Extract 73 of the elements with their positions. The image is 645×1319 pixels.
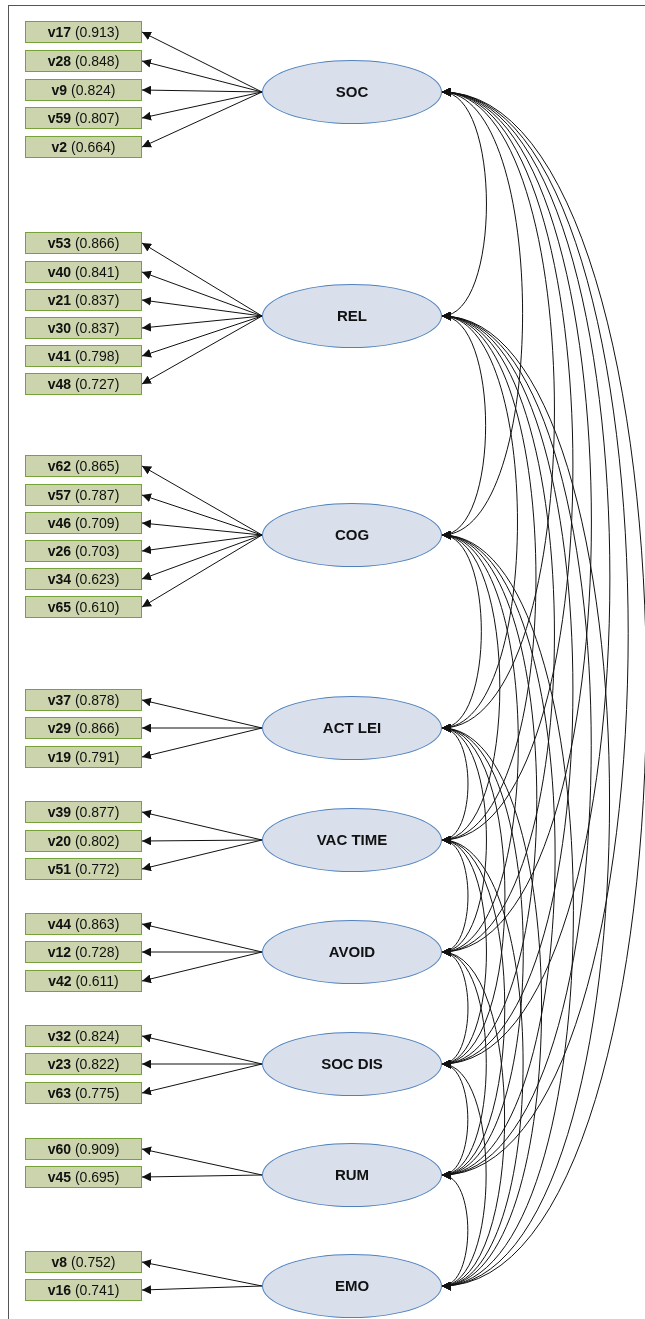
indicator-box: v16 (0.741) <box>25 1279 142 1301</box>
double-headed-arrow <box>441 533 574 1288</box>
double-headed-arrow <box>441 90 645 1288</box>
indicator-box: v62 (0.865) <box>25 455 142 477</box>
indicator-box: v42 (0.611) <box>25 970 142 992</box>
arrow <box>141 519 263 536</box>
double-headed-arrow <box>441 314 611 1288</box>
indicator-box: v17 (0.913) <box>25 21 142 43</box>
arrow <box>141 727 263 760</box>
factor-ellipse: VAC TIME <box>262 808 442 872</box>
indicator-box: v12 (0.728) <box>25 941 142 963</box>
arrow <box>141 1259 263 1287</box>
indicator-box: v34 (0.623) <box>25 568 142 590</box>
factor-ellipse: SOC <box>262 60 442 124</box>
indicator-box: v29 (0.866) <box>25 717 142 739</box>
double-headed-arrow <box>441 726 543 1288</box>
indicator-box: v2 (0.664) <box>25 136 142 158</box>
arrow <box>141 315 263 385</box>
indicator-box: v46 (0.709) <box>25 512 142 534</box>
factor-ellipse: SOC DIS <box>262 1032 442 1096</box>
indicator-box: v37 (0.878) <box>25 689 142 711</box>
double-headed-arrow <box>441 950 506 1288</box>
indicator-box: v45 (0.695) <box>25 1166 142 1188</box>
indicator-box: v59 (0.807) <box>25 107 142 129</box>
indicator-box: v51 (0.772) <box>25 858 142 880</box>
indicator-box: v23 (0.822) <box>25 1053 142 1075</box>
arrow <box>141 809 263 841</box>
factor-ellipse: RUM <box>262 1143 442 1207</box>
indicator-box: v8 (0.752) <box>25 1251 142 1273</box>
arrow <box>141 534 263 581</box>
double-headed-arrow <box>441 838 524 1288</box>
arrow <box>141 1285 263 1295</box>
indicator-box: v53 (0.866) <box>25 232 142 254</box>
indicator-box: v20 (0.802) <box>25 830 142 852</box>
indicator-box: v65 (0.610) <box>25 596 142 618</box>
arrow <box>141 242 263 317</box>
arrow <box>141 465 263 536</box>
indicator-box: v21 (0.837) <box>25 289 142 311</box>
indicator-box: v39 (0.877) <box>25 801 142 823</box>
arrow <box>141 921 263 953</box>
double-headed-arrow <box>441 1173 469 1288</box>
indicator-box: v40 (0.841) <box>25 261 142 283</box>
factor-ellipse: REL <box>262 284 442 348</box>
arrow <box>141 91 263 148</box>
indicator-box: v19 (0.791) <box>25 746 142 768</box>
arrow <box>141 1146 263 1176</box>
indicator-box: v41 (0.798) <box>25 345 142 367</box>
indicator-box: v9 (0.824) <box>25 79 142 101</box>
factor-ellipse: ACT LEI <box>262 696 442 760</box>
indicator-box: v32 (0.824) <box>25 1025 142 1047</box>
indicator-box: v28 (0.848) <box>25 50 142 72</box>
indicator-box: v63 (0.775) <box>25 1082 142 1104</box>
indicator-box: v44 (0.863) <box>25 913 142 935</box>
arrow <box>141 1033 263 1065</box>
arrow <box>141 534 263 608</box>
indicator-box: v48 (0.727) <box>25 373 142 395</box>
arrow <box>141 31 263 93</box>
indicator-box: v57 (0.787) <box>25 484 142 506</box>
factor-ellipse: AVOID <box>262 920 442 984</box>
indicator-box: v26 (0.703) <box>25 540 142 562</box>
arrow <box>141 85 263 95</box>
arrow <box>141 315 263 358</box>
factor-ellipse: COG <box>262 503 442 567</box>
arrow <box>141 839 263 872</box>
arrow <box>141 951 263 984</box>
arrow <box>141 697 263 729</box>
arrow <box>141 91 263 121</box>
indicator-box: v60 (0.909) <box>25 1138 142 1160</box>
indicator-box: v30 (0.837) <box>25 317 142 339</box>
arrow <box>141 1063 263 1096</box>
arrow <box>141 296 263 317</box>
arrow <box>141 1172 263 1182</box>
factor-ellipse: EMO <box>262 1254 442 1318</box>
